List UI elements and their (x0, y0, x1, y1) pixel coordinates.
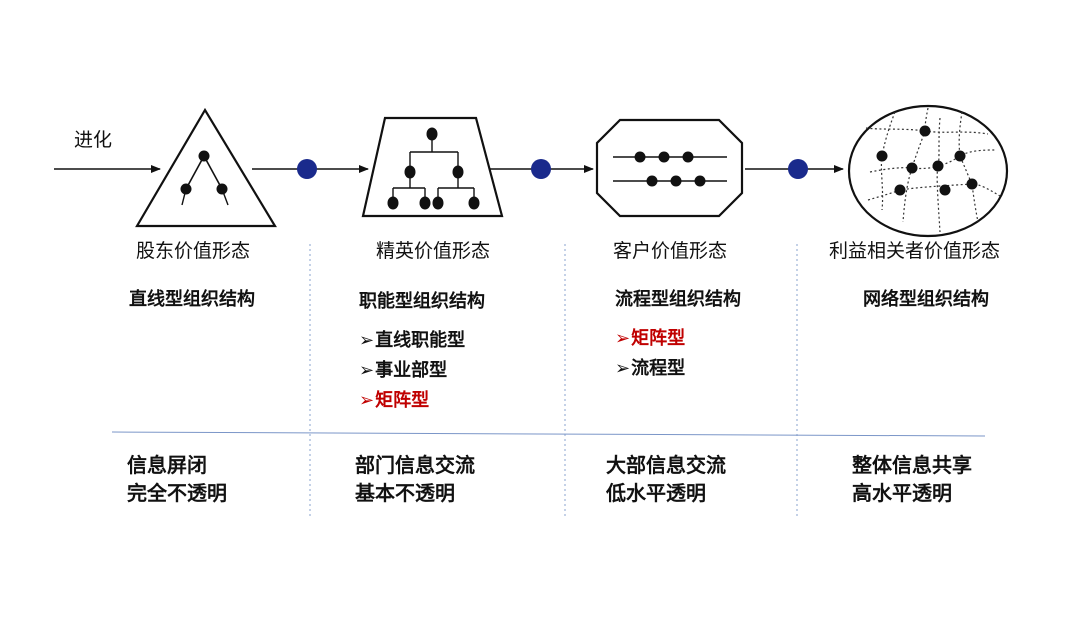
arrow-bullet-icon: ➢ (359, 360, 375, 381)
info-text-3: 大部信息交流低水平透明 (606, 453, 726, 505)
arrow-bullet-icon: ➢ (359, 390, 375, 411)
stage-title-2: 精英价值形态 (376, 240, 491, 262)
stage-title-1: 股东价值形态 (136, 240, 251, 262)
evolution-label: 进化 (74, 129, 113, 151)
bullet-item: ➢流程型 (615, 358, 686, 379)
bullet-item-highlight: ➢矩阵型 (359, 390, 430, 411)
bullet-item-highlight: ➢矩阵型 (615, 328, 686, 349)
bullet-item: ➢直线职能型 (359, 330, 466, 351)
arrow-bullet-icon: ➢ (615, 358, 631, 379)
structure-label-1: 直线型组织结构 (129, 289, 255, 310)
transition-dot-2 (531, 159, 551, 179)
triangle-structure-icon (135, 107, 277, 228)
arrow-bullet-icon: ➢ (615, 328, 631, 349)
stage-title-4: 利益相关者价值形态 (829, 240, 1001, 262)
stage-title-3: 客户价值形态 (613, 240, 728, 262)
info-text-2: 部门信息交流基本不透明 (355, 453, 475, 505)
info-text-4: 整体信息共享高水平透明 (852, 453, 972, 505)
bullet-item: ➢事业部型 (359, 360, 448, 381)
transition-dot-1 (297, 159, 317, 179)
structure-label-2: 职能型组织结构 (359, 291, 485, 312)
trapezoid-hierarchy-icon (361, 116, 504, 218)
row-separator (111, 431, 986, 437)
arrow-bullet-icon: ➢ (359, 330, 375, 351)
info-text-1: 信息屏闭完全不透明 (127, 453, 227, 505)
octagon-process-icon (595, 118, 744, 218)
structure-label-4: 网络型组织结构 (863, 289, 989, 310)
circle-network-icon (847, 104, 1009, 238)
transition-dot-3 (788, 159, 808, 179)
structure-label-3: 流程型组织结构 (615, 289, 741, 310)
